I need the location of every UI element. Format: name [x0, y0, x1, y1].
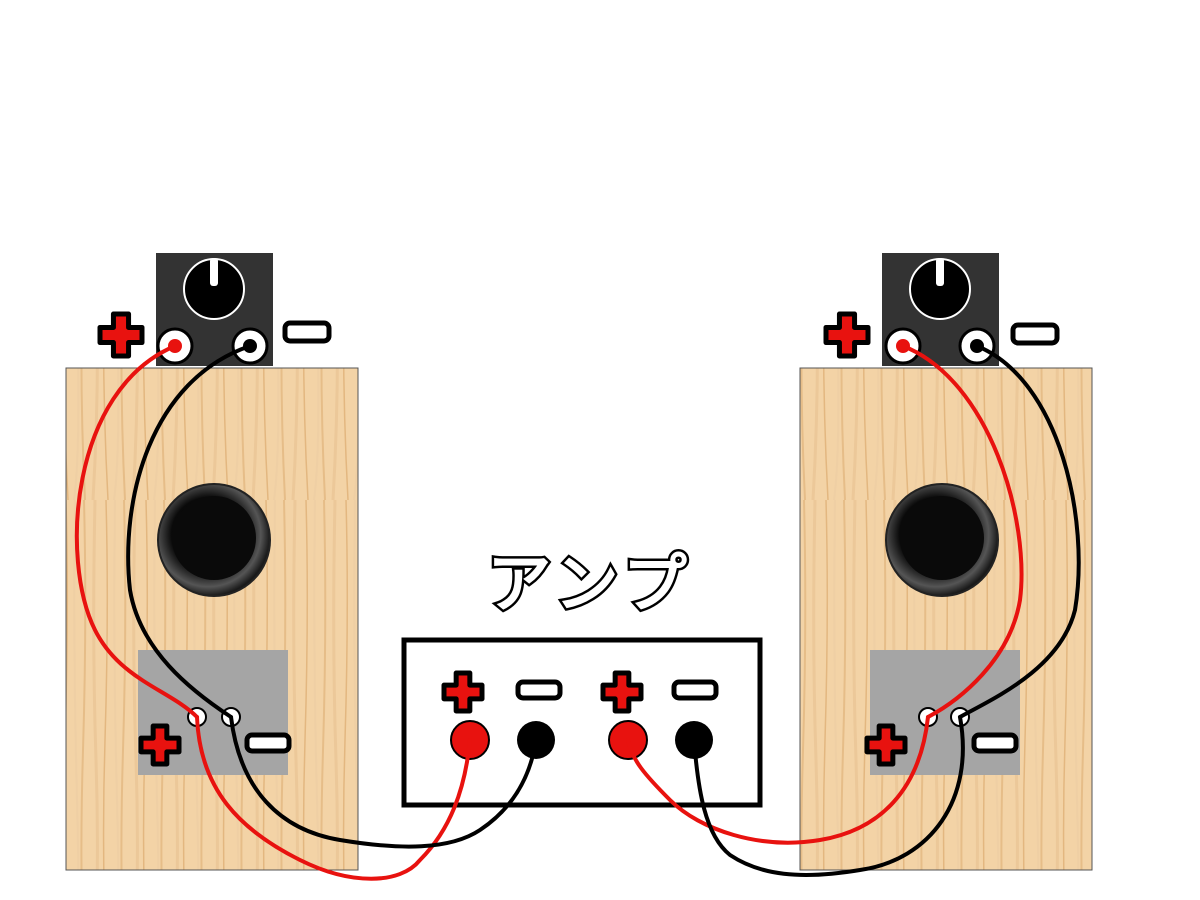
knob-icon	[183, 258, 245, 320]
wire-left-to-amp-positive	[195, 715, 472, 881]
plus-icon	[823, 311, 871, 359]
wire-left-internal-positive	[74, 344, 199, 719]
wire-left-internal-negative	[126, 344, 252, 719]
wire-left-to-amp-negative	[229, 715, 538, 849]
left-speaker-cabinet	[65, 367, 359, 871]
amplifier-label: アンプ	[485, 546, 693, 625]
minus-icon	[515, 679, 563, 701]
plus-icon	[441, 670, 485, 714]
minus-icon	[971, 732, 1019, 754]
plus-icon	[600, 670, 644, 714]
minus-icon	[671, 679, 719, 701]
woofer-icon	[157, 483, 271, 597]
wire-right-internal-positive	[901, 344, 1024, 719]
right-speaker-cabinet	[799, 367, 1093, 871]
amplifier-box	[401, 637, 763, 808]
wire-right-to-amp-negative	[692, 715, 965, 877]
plus-icon	[864, 723, 908, 767]
polarity-symbols	[97, 311, 1060, 767]
woofer-icon	[885, 483, 999, 597]
wires	[74, 344, 1081, 881]
plus-icon	[97, 311, 145, 359]
plus-icon	[138, 723, 182, 767]
wire-right-to-amp-positive	[626, 715, 930, 845]
minus-icon	[244, 732, 292, 754]
right-speaker	[799, 253, 1093, 871]
minus-icon	[282, 320, 332, 344]
amplifier	[401, 637, 763, 808]
knob-icon	[909, 258, 971, 320]
wire-right-internal-negative	[958, 344, 1081, 719]
minus-icon	[1010, 322, 1060, 346]
